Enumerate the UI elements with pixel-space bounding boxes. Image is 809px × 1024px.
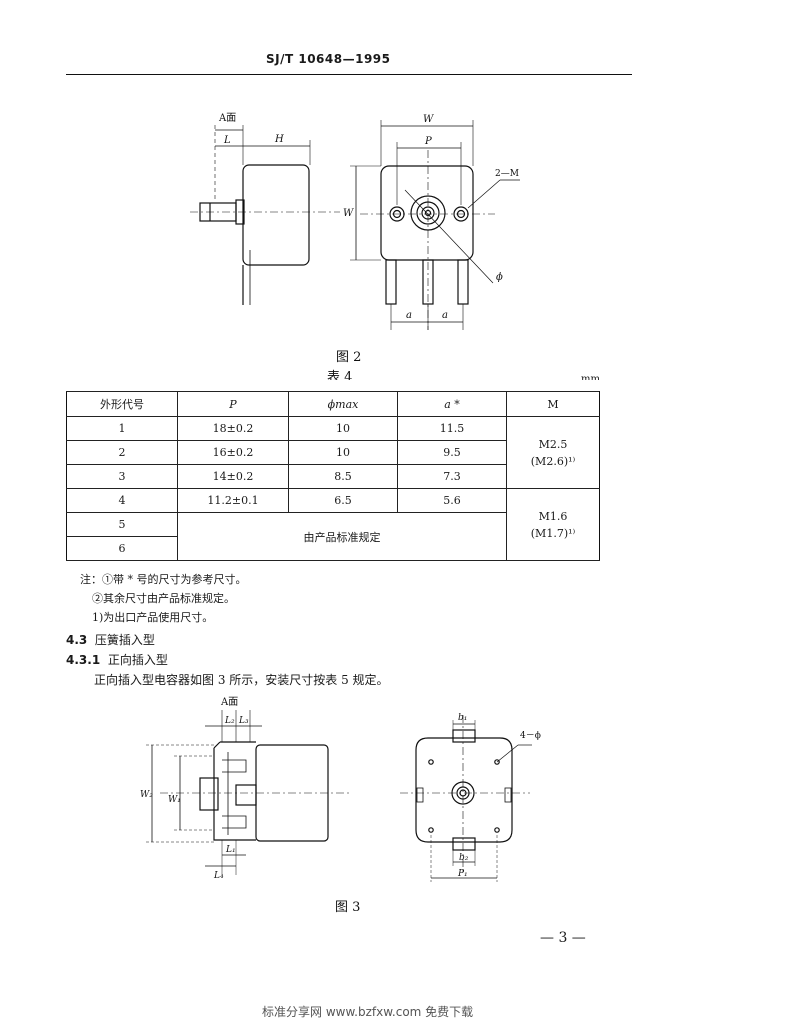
cell-a: 5.6 xyxy=(397,488,507,513)
cell-phimax: 6.5 xyxy=(288,488,398,513)
cell-code: 5 xyxy=(66,512,178,537)
fig3-b2-label: b₂ xyxy=(459,853,469,863)
col-header-code: 外形代号 xyxy=(66,391,178,417)
fig3-L1-label: L₁ xyxy=(225,845,236,855)
section-4-3-1-title: 正向插入型 xyxy=(107,653,168,667)
table4-title: 表 4 xyxy=(327,370,352,380)
note-1: 注：①带 * 号的尺寸为参考尺寸。 xyxy=(80,573,247,586)
section-4-3-1-heading: 4.3.1 正向插入型 xyxy=(66,651,168,668)
fig2-a-face-label: A面 xyxy=(218,113,236,124)
standard-number-header: SJ/T 10648—1995 xyxy=(266,52,391,66)
fig2-caption: 图 2 xyxy=(336,350,361,365)
cell-p: 14±0.2 xyxy=(177,464,289,489)
col-header-p: P xyxy=(177,391,289,417)
note-3: 1)为出口产品使用尺寸。 xyxy=(92,611,214,624)
section-4-3-heading: 4.3 压簧插入型 xyxy=(66,631,155,648)
m-group1-line1: M2.5 xyxy=(538,437,568,451)
fig2-W-top-label: W xyxy=(423,114,434,125)
section-4-3-1-number: 4.3.1 xyxy=(66,653,101,667)
col-header-phimax: ϕmax xyxy=(288,391,398,417)
cell-p: 11.2±0.1 xyxy=(177,488,289,513)
fig2-a1-label: a xyxy=(406,310,412,321)
cell-phimax: 8.5 xyxy=(288,464,398,489)
table-row: 4 11.2±0.1 6.5 5.6 M1.6 (M1.7)¹⁾ xyxy=(66,488,600,561)
m-group2-line1: M1.6 xyxy=(538,509,568,523)
cell-code: 1 xyxy=(66,416,178,441)
cell-a: 7.3 xyxy=(397,464,507,489)
fig3-b1-label: b₁ xyxy=(458,713,467,723)
m-group2-line2: (M1.7)¹⁾ xyxy=(530,526,576,540)
fig2-phi-label: ϕ xyxy=(496,272,503,283)
cell-code: 4 xyxy=(66,488,178,513)
table-row: 2 16±0.2 10 9.5 xyxy=(66,440,600,465)
cell-m-group2: M1.6 (M1.7)¹⁾ xyxy=(506,488,600,561)
figure-2-drawing: A面 L H W P W 2—M ϕ a a 图 2 表 4 mm xyxy=(190,113,600,380)
table4-unit: mm xyxy=(581,374,600,380)
fig3-W1-label: W₁ xyxy=(168,795,181,805)
footer-watermark: 标准分享网 www.bzfxw.com 免费下载 xyxy=(262,1005,474,1019)
body-paragraph: 正向插入型电容器如图 3 所示，安装尺寸按表 5 规定。 xyxy=(94,673,389,687)
fig2-P-label: P xyxy=(424,136,432,147)
cell-phimax: 10 xyxy=(288,440,398,465)
fig2-L-label: L xyxy=(223,135,231,146)
cell-a: 11.5 xyxy=(397,416,507,441)
note-2: ②其余尺寸由产品标准规定。 xyxy=(92,592,235,605)
fig2-H-label: H xyxy=(274,134,284,145)
fig3-W2-label: W₂ xyxy=(140,790,153,800)
cell-phimax: 10 xyxy=(288,416,398,441)
section-4-3-number: 4.3 xyxy=(66,633,88,647)
fig3-L4-label: L₄ xyxy=(213,871,224,881)
table-4: 外形代号 P ϕmax a * M 1 18±0.2 10 11.5 M2.5 … xyxy=(66,391,600,561)
col-header-a: a * xyxy=(397,391,507,417)
table-header-row: 外形代号 P ϕmax a * M xyxy=(66,391,600,417)
fig2-hole-label: 2—M xyxy=(495,169,519,179)
table-row: 1 18±0.2 10 11.5 M2.5 (M2.6)¹⁾ xyxy=(66,416,600,489)
header-rule xyxy=(66,74,632,75)
fig3-hole-label: 4－ϕ xyxy=(520,731,541,741)
table-row: 5 由产品标准规定 xyxy=(66,512,600,561)
fig2-a2-label: a xyxy=(442,310,448,321)
m-group1-line2: (M2.6)¹⁾ xyxy=(530,454,576,468)
cell-merged-note: 由产品标准规定 xyxy=(177,512,507,561)
fig3-L2-label: L₂ xyxy=(224,716,235,726)
col-header-m: M xyxy=(506,391,600,417)
cell-m-group1: M2.5 (M2.6)¹⁾ xyxy=(506,416,600,489)
table-row: 6 xyxy=(66,536,600,561)
fig3-caption: 图 3 xyxy=(335,900,360,915)
cell-p: 18±0.2 xyxy=(177,416,289,441)
cell-a: 9.5 xyxy=(397,440,507,465)
fig2-W-side-label: W xyxy=(343,208,354,219)
fig3-P1-label: P₁ xyxy=(457,869,468,879)
section-4-3-title: 压簧插入型 xyxy=(94,633,155,647)
cell-p: 16±0.2 xyxy=(177,440,289,465)
page-number: — 3 — xyxy=(540,930,586,946)
fig3-a-face-label: A面 xyxy=(220,697,238,708)
cell-code: 2 xyxy=(66,440,178,465)
cell-code: 6 xyxy=(66,536,178,561)
fig3-L3-label: L₃ xyxy=(238,716,249,726)
cell-code: 3 xyxy=(66,464,178,489)
figure-3-drawing: A面 L₂ L₃ W₂ W₁ L₁ L₄ b₁ 4－ϕ b₂ P₁ 图 3 xyxy=(140,697,541,915)
